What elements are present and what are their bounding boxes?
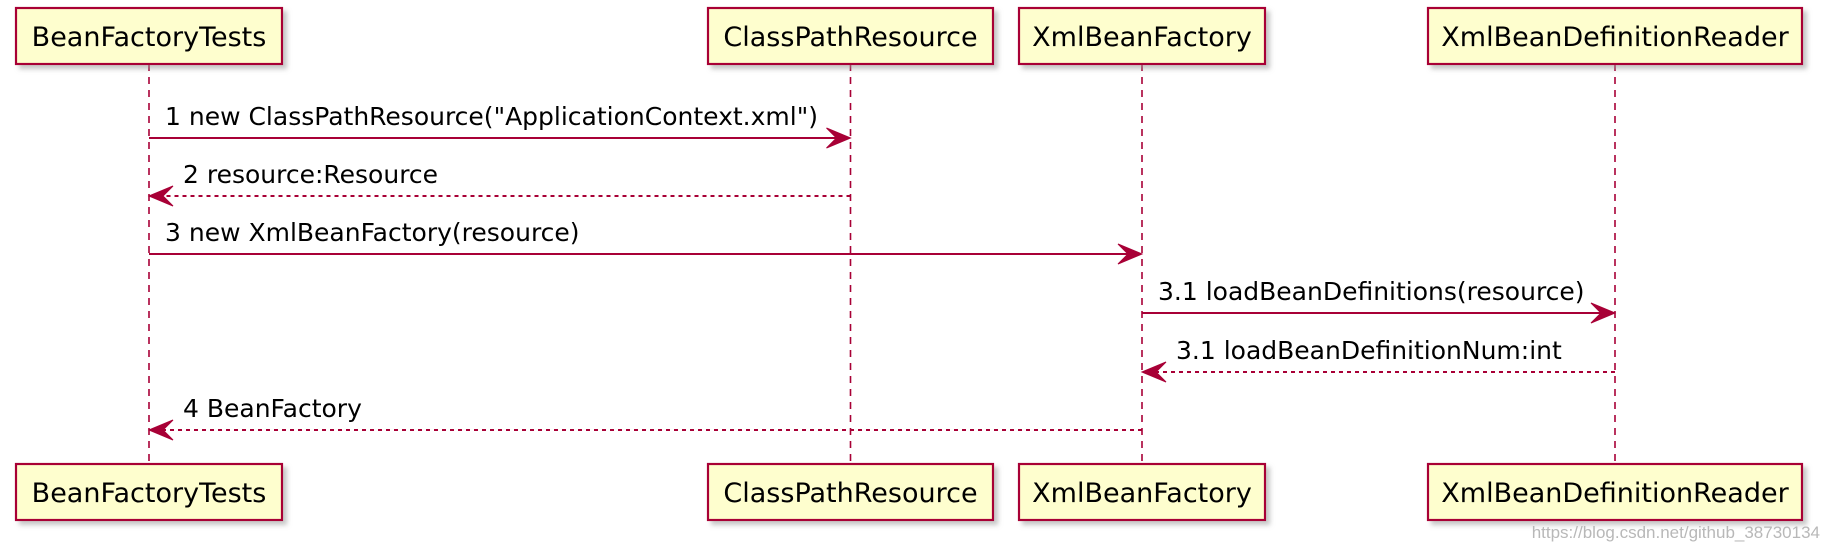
- participant-box: [14, 462, 284, 522]
- participant-label: ClassPathResource: [723, 478, 977, 509]
- message-arrowhead: [1140, 361, 1167, 383]
- participant-label: ClassPathResource: [723, 22, 977, 53]
- participant-box: [1017, 462, 1267, 522]
- participant-label: XmlBeanDefinitionReader: [1441, 478, 1789, 509]
- lifelines: [148, 64, 1616, 464]
- participant-box: [1426, 6, 1804, 66]
- watermark-text: https://blog.csdn.net/github_38730134: [1532, 523, 1820, 542]
- message-2: 2 resource:Resource: [147, 160, 851, 207]
- participant-box: [706, 6, 995, 66]
- participant-xbf-top[interactable]: XmlBeanFactory: [1017, 6, 1267, 66]
- message-label: 3.1 loadBeanDefinitions(resource): [1158, 277, 1585, 306]
- messages: 1 new ClassPathResource("ApplicationCont…: [147, 102, 1617, 441]
- participant-label: XmlBeanDefinitionReader: [1441, 22, 1789, 53]
- message-6: 4 BeanFactory: [147, 394, 1142, 441]
- message-arrowhead: [147, 419, 174, 441]
- participant-label: BeanFactoryTests: [32, 478, 267, 509]
- participants-bottom: BeanFactoryTests ClassPathResource XmlBean…: [14, 462, 1804, 522]
- participant-label: BeanFactoryTests: [32, 22, 267, 53]
- participant-xbf-bottom[interactable]: XmlBeanFactory: [1017, 462, 1267, 522]
- message-arrowhead: [1117, 243, 1144, 265]
- participant-cpr-top[interactable]: ClassPathResource: [706, 6, 995, 66]
- message-label: 1 new ClassPathResource("ApplicationCont…: [165, 102, 818, 131]
- participant-box: [1017, 6, 1267, 66]
- participant-tests-top[interactable]: BeanFactoryTests: [14, 6, 284, 66]
- participant-tests-bottom[interactable]: BeanFactoryTests: [14, 462, 284, 522]
- message-1: 1 new ClassPathResource("ApplicationCont…: [149, 102, 852, 149]
- message-arrowhead: [147, 185, 174, 207]
- message-label: 3.1 loadBeanDefinitionNum:int: [1176, 336, 1562, 365]
- participant-box: [706, 462, 995, 522]
- message-3: 3 new XmlBeanFactory(resource): [149, 218, 1144, 265]
- participant-cpr-bottom[interactable]: ClassPathResource: [706, 462, 995, 522]
- message-arrowhead: [1590, 302, 1617, 324]
- participant-label: XmlBeanFactory: [1032, 22, 1252, 53]
- participant-label: XmlBeanFactory: [1032, 478, 1252, 509]
- message-4: 3.1 loadBeanDefinitions(resource): [1142, 277, 1617, 324]
- message-label: 3 new XmlBeanFactory(resource): [165, 218, 580, 247]
- participant-box: [1426, 462, 1804, 522]
- participant-reader-bottom[interactable]: XmlBeanDefinitionReader: [1426, 462, 1804, 522]
- participant-reader-top[interactable]: XmlBeanDefinitionReader: [1426, 6, 1804, 66]
- message-label: 4 BeanFactory: [183, 394, 362, 423]
- participants-top: BeanFactoryTests ClassPathResource XmlBean…: [14, 6, 1804, 66]
- message-label: 2 resource:Resource: [183, 160, 438, 189]
- message-5: 3.1 loadBeanDefinitionNum:int: [1140, 336, 1615, 383]
- message-arrowhead: [826, 127, 852, 149]
- participant-box: [14, 6, 284, 66]
